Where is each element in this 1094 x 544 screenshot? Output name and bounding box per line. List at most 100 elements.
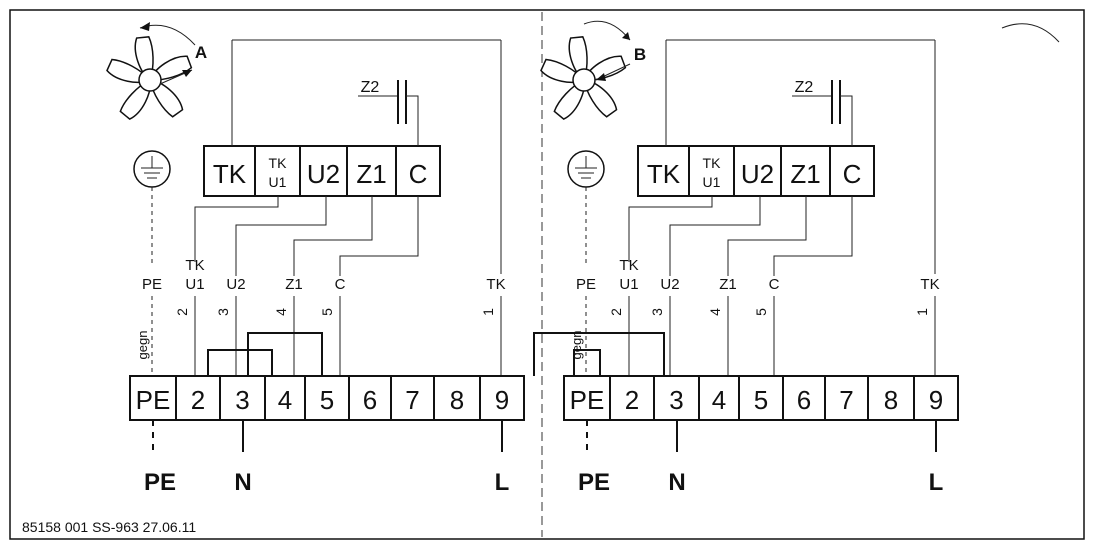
fan-hub — [138, 68, 162, 92]
terminal-block-label: 4 — [278, 385, 292, 415]
terminal-block-cell — [698, 375, 740, 421]
bridge-jumper — [207, 349, 273, 376]
rotation-arc — [1001, 23, 1060, 43]
fan-blade — [148, 55, 193, 81]
motor-terminal-label-top: TK — [703, 155, 722, 171]
motor-terminal-label: TK — [647, 159, 681, 189]
terminal-block-cell — [264, 375, 306, 421]
wire-z1 — [293, 196, 373, 276]
fan-hub — [572, 68, 596, 92]
terminal-block-cell — [348, 375, 392, 421]
motor-terminal — [780, 145, 831, 197]
wire-c — [339, 196, 419, 276]
motor-terminal-label: TK — [213, 159, 247, 189]
fan-blade — [553, 78, 585, 120]
wire-label: PE — [142, 276, 162, 293]
pe-wire-color-label: gegn — [135, 331, 150, 360]
motor-terminal-label: U2 — [741, 159, 774, 189]
terminal-block-label: 7 — [405, 385, 419, 415]
wire-label: Z1 — [719, 276, 737, 293]
capacitor-label: Z2 — [361, 79, 380, 96]
wire-number: 5 — [319, 308, 335, 316]
rotation-pointer-head — [182, 70, 192, 77]
motor-terminal — [733, 145, 782, 197]
pe-wire-color-label: gegn — [569, 331, 584, 360]
bridge-jumper — [573, 349, 601, 376]
terminal-block-label: PE — [136, 385, 171, 415]
rotation-arrow-head — [622, 32, 630, 40]
supply-label: L — [929, 469, 944, 496]
capacitor-lead — [840, 95, 853, 146]
supply-label: PE — [578, 469, 610, 496]
terminal-block-cell — [867, 375, 915, 421]
motor-terminal — [203, 145, 256, 197]
wire-label: C — [769, 276, 780, 293]
wire-c — [773, 196, 853, 276]
terminal-block-cell — [219, 375, 266, 421]
terminal-block-label: 7 — [839, 385, 853, 415]
terminal-block-label: 9 — [495, 385, 509, 415]
capacitor-label: Z2 — [795, 79, 814, 96]
supply-label: L — [495, 469, 510, 496]
terminal-block-label: 5 — [320, 385, 334, 415]
wire-number: 4 — [273, 308, 289, 316]
terminal-block-cell — [390, 375, 435, 421]
motor-terminal-label-top: TK — [269, 155, 288, 171]
wire-tk-u1 — [194, 196, 279, 262]
supply-label: PE — [144, 469, 176, 496]
wire-number: 3 — [215, 308, 231, 316]
terminal-block-label: 8 — [450, 385, 464, 415]
wire-label: U2 — [226, 276, 245, 293]
motor-terminal-label: C — [409, 159, 428, 189]
terminal-block-cell — [782, 375, 826, 421]
fan-icon — [106, 36, 193, 120]
terminal-block-cell — [609, 375, 655, 421]
terminal-block-label: 3 — [235, 385, 249, 415]
terminal-block-label: 3 — [669, 385, 683, 415]
wire-label: TK — [920, 276, 939, 293]
rotation-arrow-head — [140, 22, 150, 31]
wire-number: 3 — [649, 308, 665, 316]
motor-terminal — [395, 145, 441, 197]
terminal-block-cell — [304, 375, 350, 421]
terminal-block-label: 4 — [712, 385, 726, 415]
wire-u2 — [669, 196, 761, 276]
terminal-block-label: 6 — [363, 385, 377, 415]
wire-label: C — [335, 276, 346, 293]
terminal-block-label: 6 — [797, 385, 811, 415]
wire-tk-u1 — [628, 196, 713, 262]
wire-label: Z1 — [285, 276, 303, 293]
wire-number: 4 — [707, 308, 723, 316]
wire-label-bottom: U1 — [185, 276, 204, 293]
wire-label-top: TK — [185, 257, 204, 274]
outer-frame — [9, 9, 1085, 540]
motor-terminal — [688, 145, 735, 197]
terminal-block-cell — [479, 375, 525, 421]
motor-terminal-label: C — [843, 159, 862, 189]
terminal-block-label: 8 — [884, 385, 898, 415]
terminal-block-label: 2 — [191, 385, 205, 415]
fan-icon — [540, 36, 627, 120]
motor-terminal-label-bottom: U1 — [269, 174, 287, 190]
supply-label: N — [668, 469, 685, 496]
wire-u2 — [235, 196, 327, 276]
terminal-block-cell — [824, 375, 869, 421]
terminal-block-label: 9 — [929, 385, 943, 415]
wire-number: 1 — [480, 308, 496, 316]
terminal-block-label: PE — [570, 385, 605, 415]
fan-blade — [149, 79, 184, 118]
motor-terminal-label: Z1 — [356, 159, 386, 189]
rotation-pointer-head — [596, 73, 606, 81]
wire-number: 2 — [174, 308, 190, 316]
bridge-jumper — [247, 332, 323, 376]
fan-blade — [119, 78, 151, 120]
terminal-block-label: 2 — [625, 385, 639, 415]
rotation-label: B — [634, 45, 646, 64]
motor-terminal-label: U2 — [307, 159, 340, 189]
motor-terminal-label: Z1 — [790, 159, 820, 189]
capacitor-lead — [406, 95, 419, 146]
